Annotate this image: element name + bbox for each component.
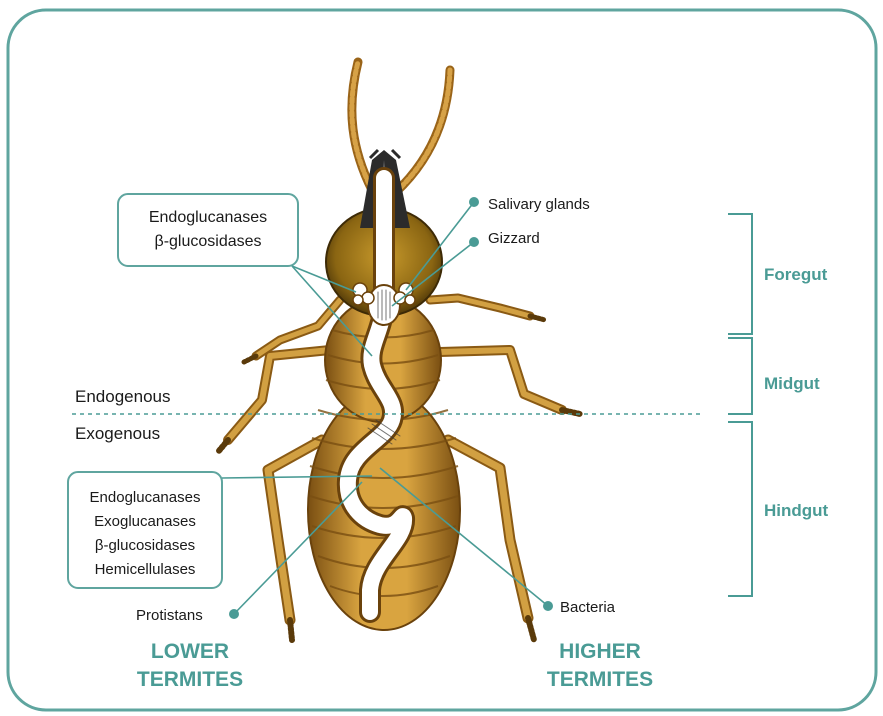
gizzard-label: Gizzard: [488, 230, 540, 247]
higher-termites-line-2: TERMITES: [547, 668, 653, 691]
lower-box-line-1: Endoglucanases: [90, 489, 201, 506]
upper-enzyme-box: Endoglucanases β-glucosidases: [118, 194, 298, 266]
hindgut-label: Hindgut: [764, 501, 829, 520]
lower-enzyme-box: Endoglucanases Exoglucanases β-glucosida…: [68, 472, 222, 588]
lower-termites-line-2: TERMITES: [137, 668, 243, 691]
foregut-label: Foregut: [764, 265, 828, 284]
lower-termites-line-1: LOWER: [151, 640, 229, 663]
exogenous-label: Exogenous: [75, 424, 160, 443]
upper-box-line-1: Endoglucanases: [149, 209, 267, 226]
lower-box-line-3: β-glucosidases: [95, 537, 195, 554]
upper-box-line-2: β-glucosidases: [154, 233, 261, 250]
midgut-label: Midgut: [764, 374, 820, 393]
salivary-glands-label: Salivary glands: [488, 196, 590, 213]
lower-box-line-2: Exoglucanases: [94, 513, 196, 530]
lower-box-line-4: Hemicellulases: [95, 561, 196, 578]
endogenous-label: Endogenous: [75, 387, 170, 406]
bacteria-label: Bacteria: [560, 599, 616, 616]
higher-termites-line-1: HIGHER: [559, 640, 641, 663]
protistans-label: Protistans: [136, 607, 203, 624]
